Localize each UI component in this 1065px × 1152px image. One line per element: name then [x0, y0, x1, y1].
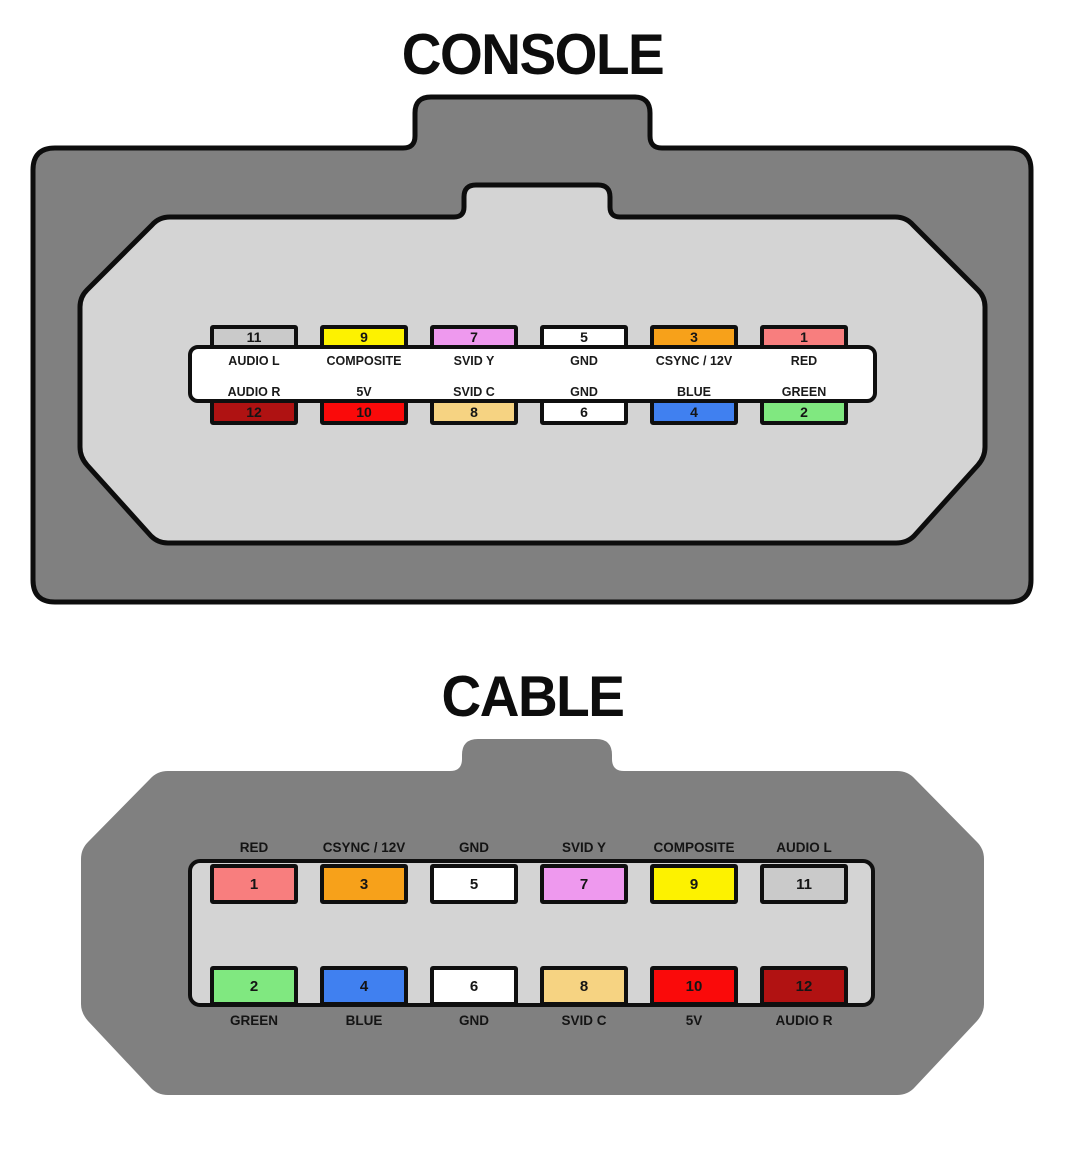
cable-label-gnd-top: GND	[459, 840, 489, 855]
cable-pin-7: 7	[540, 864, 628, 904]
cable-pin-9: 9	[650, 864, 738, 904]
pin-number: 11	[246, 329, 262, 345]
console-label-5v: 5V	[356, 385, 372, 399]
pin-number: 5	[469, 875, 479, 893]
cable-label-audio-l: AUDIO L	[776, 840, 832, 855]
pin-number: 3	[359, 875, 369, 893]
pin-number: 12	[246, 404, 262, 420]
cable-pin-10: 10	[650, 966, 738, 1006]
pin-number: 1	[800, 329, 808, 345]
pin-number: 4	[359, 977, 369, 995]
cable-label-svid-c: SVID C	[561, 1013, 607, 1028]
console-label-green: GREEN	[781, 385, 827, 399]
cable-pin-1: 1	[210, 864, 298, 904]
pin-number: 2	[249, 977, 259, 995]
pin-number: 6	[580, 404, 588, 420]
console-label-blue: BLUE	[676, 385, 712, 399]
console-label-gnd-top: GND	[570, 354, 598, 368]
cable-label-csync-12v: CSYNC / 12V	[322, 840, 406, 855]
console-label-svid-y: SVID Y	[453, 354, 495, 368]
pin-number: 1	[249, 875, 259, 893]
pin-number: 6	[469, 977, 479, 995]
console-signal-strip	[188, 345, 877, 403]
console-label-audio-r: AUDIO R	[227, 385, 281, 399]
pin-number: 4	[690, 404, 698, 420]
console-label-gnd-bot: GND	[570, 385, 598, 399]
pin-number: 10	[685, 977, 703, 995]
cable-title: CABLE	[441, 663, 625, 729]
pin-number: 9	[689, 875, 699, 893]
cable-pin-8: 8	[540, 966, 628, 1006]
cable-label-red: RED	[239, 840, 269, 855]
pin-number: 11	[796, 875, 812, 893]
cable-label-5v: 5V	[685, 1013, 703, 1028]
cable-pin-11: 11	[760, 864, 848, 904]
cable-label-composite: COMPOSITE	[653, 840, 735, 855]
cable-label-green: GREEN	[229, 1013, 278, 1028]
console-label-red: RED	[790, 354, 818, 368]
cable-pin-6: 6	[430, 966, 518, 1006]
pin-number: 7	[470, 329, 478, 345]
console-label-csync-12v: CSYNC / 12V	[655, 354, 733, 368]
pin-number: 7	[579, 875, 589, 893]
pin-number: 9	[360, 329, 368, 345]
pin-number: 3	[690, 329, 698, 345]
pin-number: 12	[795, 977, 813, 995]
cable-pin-5: 5	[430, 864, 518, 904]
cable-pin-3: 3	[320, 864, 408, 904]
pin-number: 2	[800, 404, 808, 420]
cable-label-gnd-bot: GND	[459, 1013, 489, 1028]
pin-number: 8	[470, 404, 478, 420]
console-title: CONSOLE	[401, 21, 665, 87]
cable-pin-4: 4	[320, 966, 408, 1006]
pin-number: 8	[579, 977, 589, 995]
cable-label-audio-r: AUDIO R	[775, 1013, 833, 1028]
console-label-svid-c: SVID C	[453, 385, 495, 399]
console-label-composite: COMPOSITE	[326, 354, 402, 368]
cable-label-svid-y: SVID Y	[561, 840, 607, 855]
pin-number: 5	[580, 329, 588, 345]
cable-pin-12: 12	[760, 966, 848, 1006]
pin-number: 10	[356, 404, 372, 420]
console-label-audio-l: AUDIO L	[228, 354, 280, 368]
cable-label-blue: BLUE	[345, 1013, 383, 1028]
cable-pin-2: 2	[210, 966, 298, 1006]
